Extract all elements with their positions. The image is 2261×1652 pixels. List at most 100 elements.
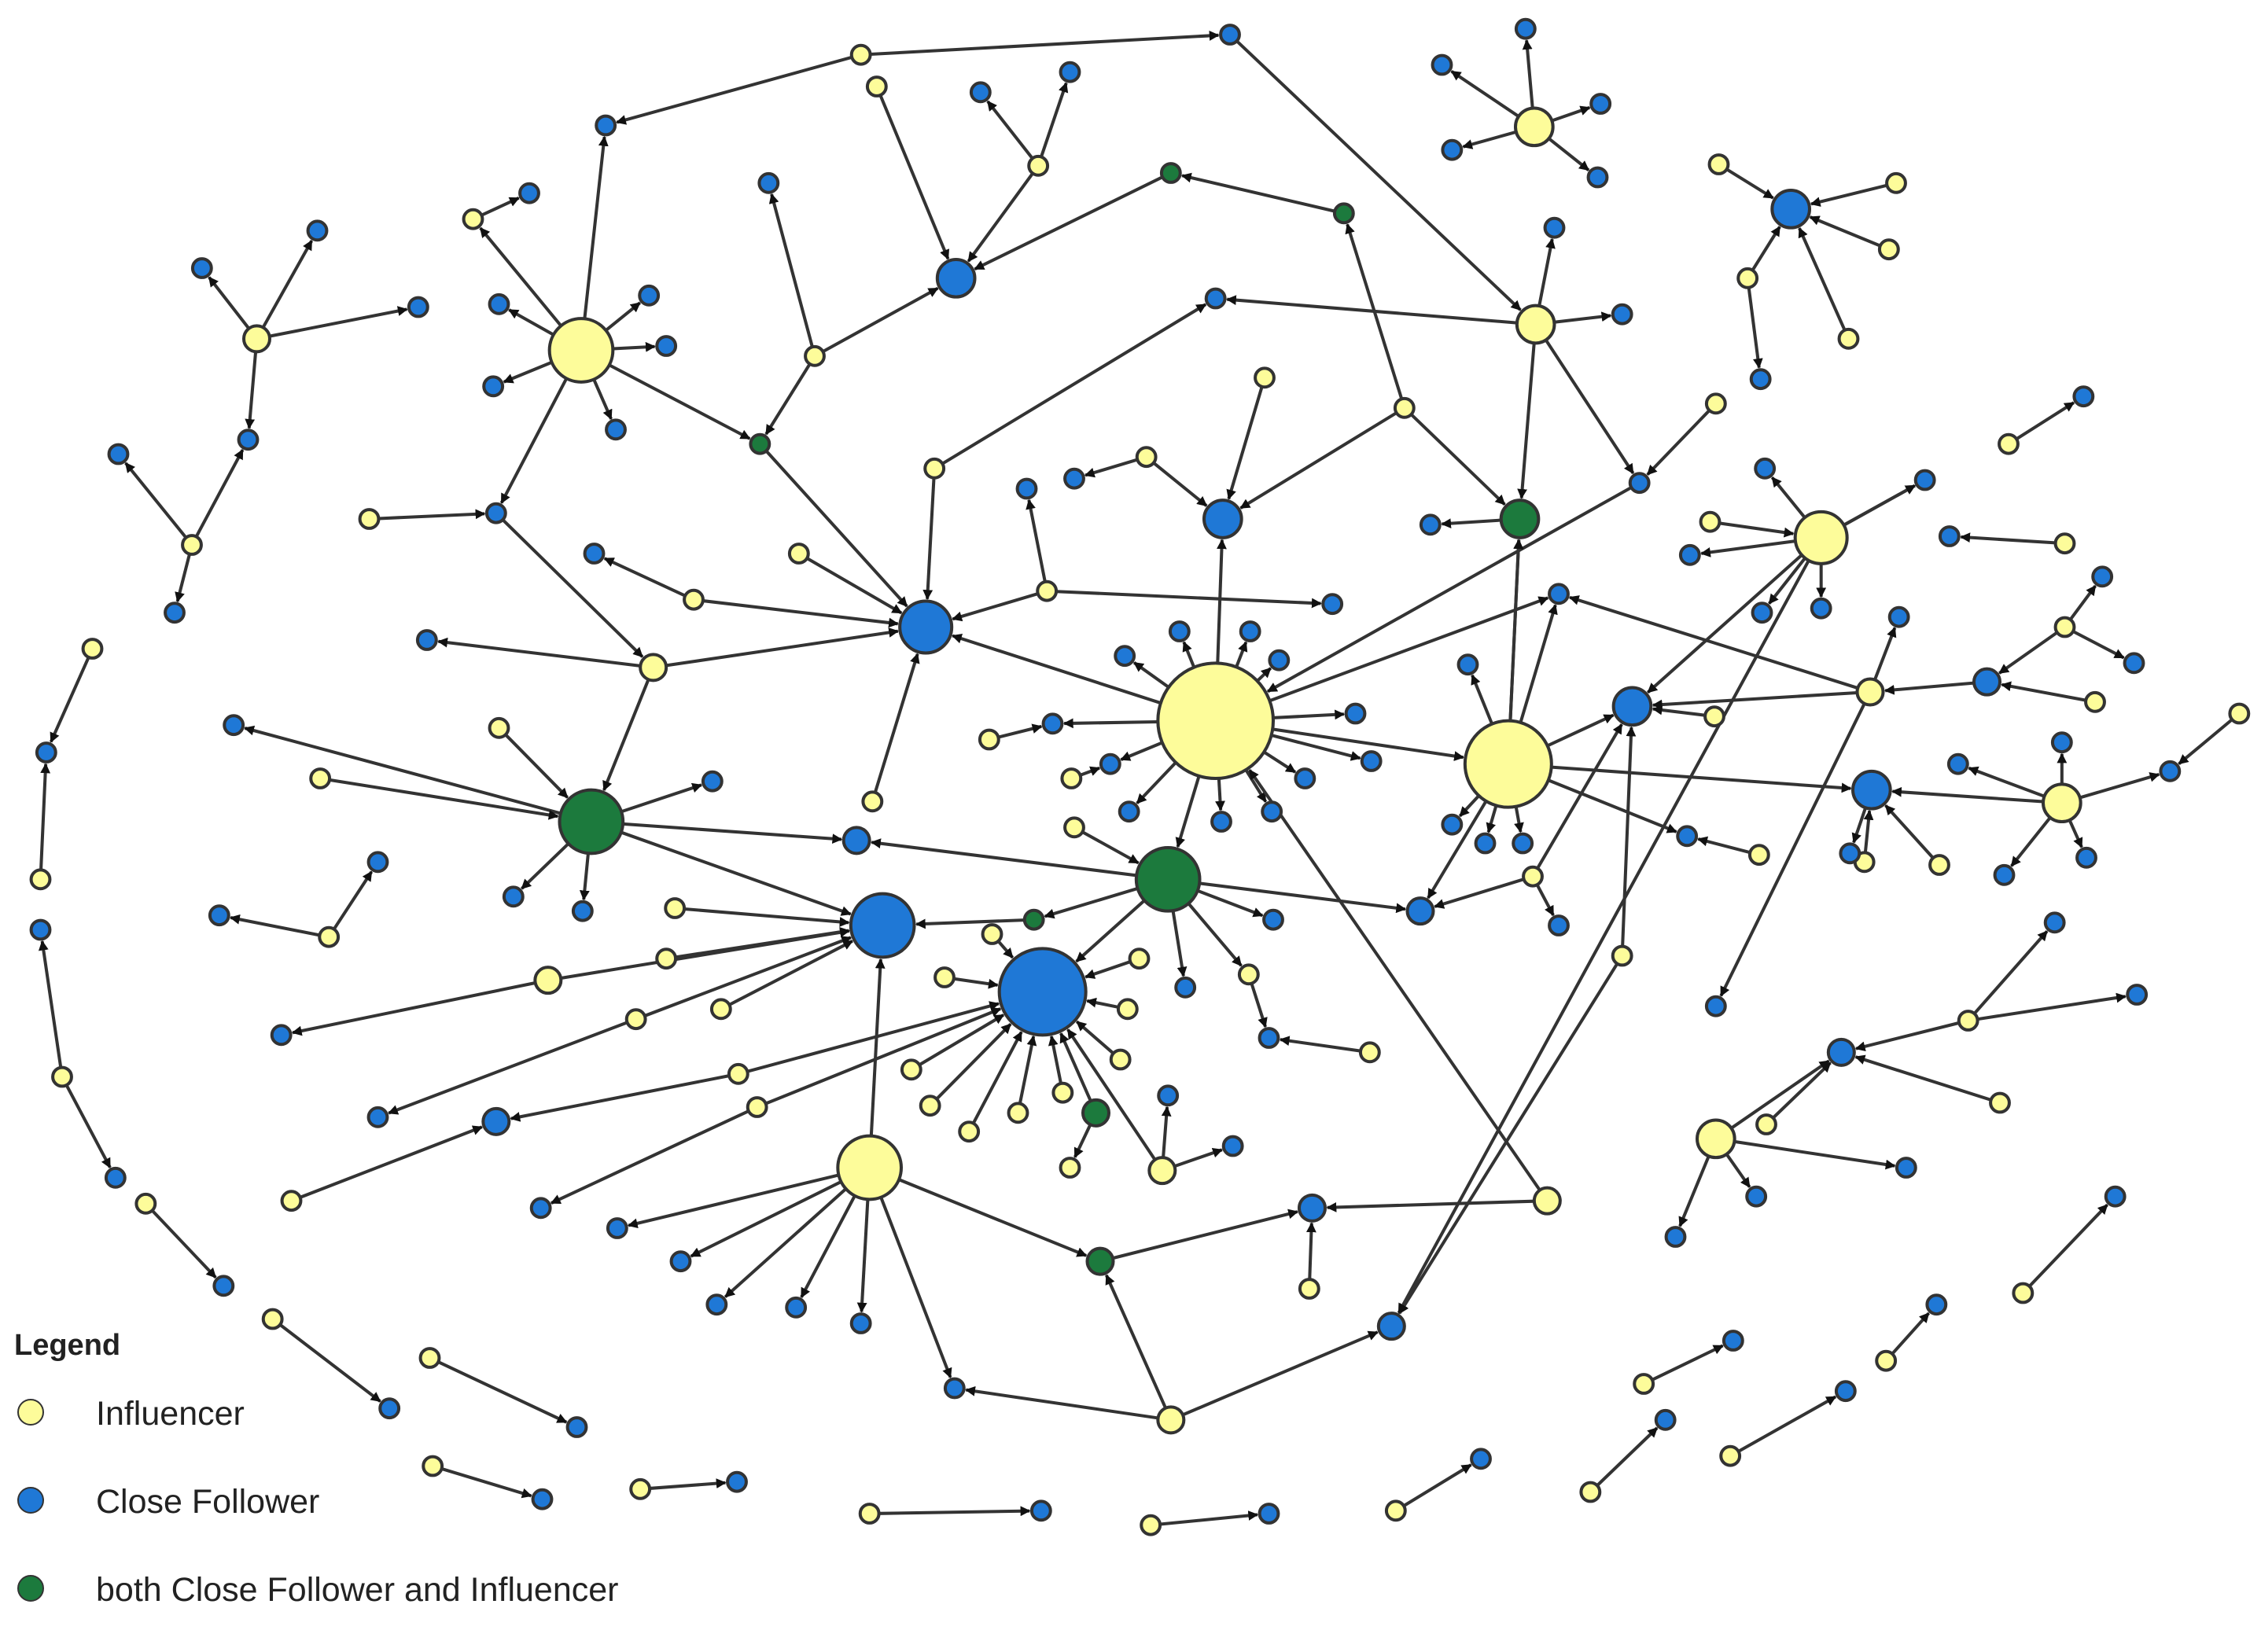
close-follower-node <box>1118 800 1140 823</box>
edge-arrow <box>550 1109 749 1205</box>
influencer-node <box>1928 854 1950 876</box>
close-follower-node <box>1268 649 1291 671</box>
close-follower-node <box>1770 188 1812 230</box>
edge-arrow <box>1596 1426 1659 1487</box>
influencer-node <box>787 543 810 565</box>
edge-arrow <box>1884 681 1975 695</box>
influencer-node <box>29 868 52 891</box>
edge-arrow <box>879 1196 952 1379</box>
edge-arrow <box>941 303 1207 465</box>
edge-arrow <box>151 1209 217 1279</box>
close-follower-node <box>935 257 977 299</box>
influencer-node <box>1855 677 1885 707</box>
close-follower-node <box>849 892 916 959</box>
close-follower-node <box>484 502 507 524</box>
influencer-node <box>1695 1118 1736 1160</box>
influencer-node <box>2053 532 2076 555</box>
edge-arrow <box>1187 902 1243 967</box>
edge-arrow <box>229 914 320 937</box>
close-follower-node <box>212 1275 235 1297</box>
influencer-node <box>1007 1102 1029 1124</box>
edge-arrow <box>1175 775 1201 848</box>
network-nodes <box>29 17 2251 1536</box>
edge-arrow <box>1486 804 1498 833</box>
both-node <box>1081 1098 1111 1128</box>
influencer-node <box>865 75 888 98</box>
edge-arrow <box>1652 705 1706 717</box>
edge-arrow <box>822 286 939 353</box>
edge-arrow <box>1770 476 1806 519</box>
influencer-node <box>804 344 826 367</box>
edge-arrow <box>1652 690 1858 710</box>
influencer-node <box>1579 1481 1602 1503</box>
both-swatch-icon <box>17 1575 44 1602</box>
close-follower-node <box>605 418 627 441</box>
edge-arrow <box>504 733 569 799</box>
influencer-node <box>836 1134 904 1201</box>
influencer-node <box>923 457 946 480</box>
edge-arrow <box>1397 559 1810 1314</box>
edge-arrow <box>1152 462 1208 507</box>
close-follower-node <box>726 1470 748 1493</box>
influencer-swatch-icon <box>17 1399 44 1426</box>
edge-arrow <box>1434 878 1525 909</box>
close-follower-node <box>1946 752 1969 775</box>
edge-arrow <box>1402 1463 1472 1507</box>
influencer-node <box>1707 153 1730 175</box>
influencer-node <box>81 638 104 660</box>
edge-arrow <box>1767 557 1806 605</box>
edge-arrow <box>1621 726 1637 947</box>
influencer-node <box>900 1058 922 1081</box>
edge-arrow <box>1734 1139 1896 1170</box>
edge-arrow <box>1873 627 1897 681</box>
close-follower-node <box>1474 832 1497 855</box>
edge-arrow <box>1235 641 1248 668</box>
influencer-node <box>318 925 341 948</box>
close-follower-node <box>502 885 525 908</box>
edge-arrow <box>1197 889 1264 918</box>
close-follower-node <box>1586 166 1609 189</box>
edge-arrow <box>1173 1148 1224 1168</box>
close-follower-node <box>997 947 1088 1037</box>
edge-arrow <box>1719 702 1866 997</box>
close-follower-node <box>1262 908 1284 931</box>
edge-arrow <box>608 363 751 440</box>
close-follower-node <box>481 1106 511 1136</box>
close-follower-node <box>1431 53 1453 76</box>
edge-arrow <box>1772 1061 1832 1120</box>
edge-arrow <box>1272 709 1346 720</box>
edge-arrow <box>702 599 899 628</box>
edge-arrow <box>1199 881 1407 914</box>
close-follower-node <box>107 443 130 465</box>
edge-arrow <box>579 852 590 901</box>
edge-arrow <box>1809 215 1881 248</box>
edge-arrow <box>1535 884 1555 917</box>
close-follower-swatch-icon <box>17 1487 44 1514</box>
edge-arrow <box>503 360 553 384</box>
close-follower-node <box>1204 287 1227 310</box>
edge-arrow <box>437 637 641 668</box>
influencer-node <box>547 317 615 384</box>
influencer-node <box>1837 327 1860 350</box>
edge-arrow <box>299 1125 484 1199</box>
close-follower-node <box>2091 565 2114 588</box>
close-follower-node <box>1456 653 1479 676</box>
edge-arrow <box>870 838 1137 878</box>
close-follower-node <box>1745 1185 1768 1208</box>
close-follower-node <box>164 602 186 624</box>
edge-arrow <box>1182 1330 1379 1417</box>
both-node <box>1134 845 1202 913</box>
influencer-node <box>1147 1156 1177 1186</box>
influencer-node <box>709 998 732 1021</box>
close-follower-node <box>1360 750 1383 772</box>
edge-arrow <box>764 450 908 608</box>
edge-arrow <box>997 723 1043 739</box>
close-follower-node <box>898 599 954 655</box>
edge-arrow <box>1646 409 1711 476</box>
edge-arrow <box>2001 681 2086 702</box>
influencer-node <box>241 324 272 354</box>
edge-arrow <box>665 627 900 668</box>
influencer-node <box>1237 963 1260 986</box>
edge-arrow <box>724 1187 847 1298</box>
edge-arrow <box>1244 768 1268 803</box>
